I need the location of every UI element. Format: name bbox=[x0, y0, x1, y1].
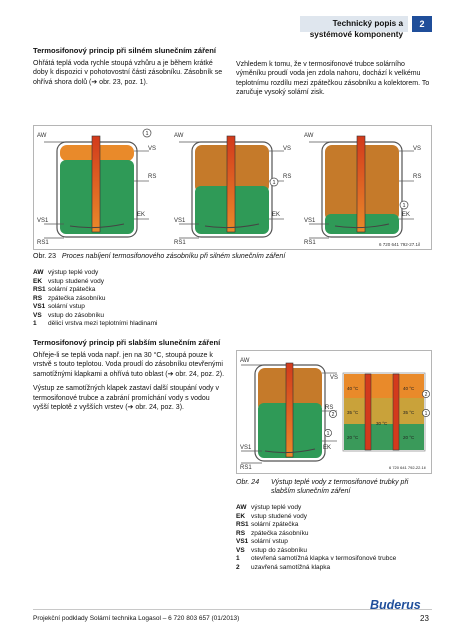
fig1-label-vs1-1: VS1 bbox=[37, 218, 49, 224]
section1-left: Termosifonový princip při silném slunečn… bbox=[33, 46, 225, 87]
tank-1 bbox=[56, 135, 138, 238]
fig1-label-rs1-3: RS1 bbox=[304, 240, 316, 246]
section2-p2: Výstup ze samotížných klapek zastaví dal… bbox=[33, 385, 219, 412]
fig2-temp: 35 °C bbox=[347, 410, 359, 415]
fig2-temp: 40 °C bbox=[347, 386, 359, 391]
fig1-pos1-b: 1 bbox=[272, 180, 275, 186]
fig2-label-ek: EK bbox=[323, 445, 331, 451]
section2: Termosifonový princip při slabším sluneč… bbox=[33, 338, 227, 412]
fig2-label-aw: AW bbox=[240, 358, 250, 364]
header-title: Technický popis a systémové komponenty bbox=[309, 19, 403, 39]
fig2-label-rs1: RS1 bbox=[240, 465, 252, 471]
fig2-temp: 40 °C bbox=[403, 386, 415, 391]
fig23-caption-text: Proces nabíjení termosifonového zásobník… bbox=[61, 253, 286, 260]
page-header: Technický popis a systémové komponenty 2 bbox=[0, 16, 452, 39]
fig1-label-vs1-2: VS1 bbox=[174, 218, 186, 224]
figure-24-caption: Obr. 24 Výstup teplé vody z termosifonov… bbox=[236, 478, 432, 495]
footer-text: Projekční podklady Solární technika Loga… bbox=[33, 615, 240, 622]
header-band bbox=[300, 16, 408, 32]
fig1-label-ek-2: EK bbox=[272, 212, 280, 218]
section2-p1: Ohřeje-li se teplá voda např. jen na 30 … bbox=[33, 351, 225, 378]
section1-right-text: Vzhledem k tomu, že v termosifonové trub… bbox=[236, 61, 430, 97]
page-number: 23 bbox=[420, 614, 429, 623]
fig1-label-rs-3: RS bbox=[413, 174, 421, 180]
section1-left-text: Ohřátá teplá voda rychle stoupá vzhůru a… bbox=[33, 59, 223, 86]
fig1-label-rs1-1: RS1 bbox=[37, 240, 49, 246]
tank-3 bbox=[321, 135, 403, 238]
fig1-label-rs-2: RS bbox=[283, 174, 291, 180]
fig2-label-rs: RS bbox=[325, 405, 333, 411]
fig1-pos1-c: 1 bbox=[402, 203, 405, 209]
fig1-label-rs1-2: RS1 bbox=[174, 240, 186, 246]
fig1-label-vs1-3: VS1 bbox=[304, 218, 316, 224]
fig1-label-ek-1: EK bbox=[137, 212, 145, 218]
buderus-logo: Buderus bbox=[370, 598, 421, 612]
footer-divider bbox=[33, 609, 432, 610]
fig1-label-rs-1: RS bbox=[148, 174, 156, 180]
section1-right: Vzhledem k tomu, že v termosifonové trub… bbox=[236, 60, 432, 98]
fig1-ref: 6 720 641 792-27.1il bbox=[379, 242, 420, 247]
fig2-ref: 6 720 641 792-22.1il bbox=[389, 465, 426, 470]
fig2-pos2-a: 2 bbox=[332, 412, 335, 418]
fig24-caption-num: Obr. 24 bbox=[236, 479, 260, 486]
figure-23-caption: Obr. 23 Proces nabíjení termosifonového … bbox=[33, 252, 285, 261]
fig2-label-vs1: VS1 bbox=[240, 445, 252, 451]
fig2-label-vs: VS bbox=[330, 375, 338, 381]
figure-24: AW VS RS EK VS1 RS1 40 °C 40 °C 35 °C 35… bbox=[236, 350, 432, 474]
section1-heading: Termosifonový princip při silném slunečn… bbox=[33, 46, 216, 55]
tank-2 bbox=[191, 135, 273, 238]
fig2-temp: 20 °C bbox=[403, 435, 415, 440]
fig23-caption-num: Obr. 23 bbox=[33, 253, 56, 260]
fig2-pos2-b: 2 bbox=[425, 392, 428, 398]
fig2-temp: 30 °C bbox=[376, 421, 388, 426]
fig1-label-vs-1: VS bbox=[148, 146, 156, 152]
fig2-temp: 35 °C bbox=[403, 410, 415, 415]
fig2-pos1-b: 1 bbox=[425, 411, 428, 417]
figure-23-diagram: AW VS RS EK VS1 RS1 AW VS RS EK VS1 RS1 … bbox=[37, 128, 421, 247]
fig24-caption-text: Výstup teplé vody z termosifonové trubky… bbox=[271, 479, 409, 496]
section2-heading: Termosifonový princip při slabším sluneč… bbox=[33, 338, 221, 347]
fig2-pos1-a: 1 bbox=[327, 431, 330, 437]
fig1-label-vs-3: VS bbox=[413, 146, 421, 152]
fig1-label-aw-3: AW bbox=[304, 133, 314, 139]
fig1-label-ek-3: EK bbox=[402, 212, 410, 218]
fig2-temp: 20 °C bbox=[347, 435, 359, 440]
fig1-label-aw-1: AW bbox=[37, 133, 47, 139]
figure-23: AW VS RS EK VS1 RS1 AW VS RS EK VS1 RS1 … bbox=[33, 125, 432, 250]
chapter-number: 2 bbox=[412, 16, 432, 32]
figure-24-diagram: AW VS RS EK VS1 RS1 40 °C 40 °C 35 °C 35… bbox=[240, 358, 430, 471]
fig1-label-vs-2: VS bbox=[283, 146, 291, 152]
fig1-label-aw-2: AW bbox=[174, 133, 184, 139]
fig1-pos1-a: 1 bbox=[145, 131, 148, 137]
